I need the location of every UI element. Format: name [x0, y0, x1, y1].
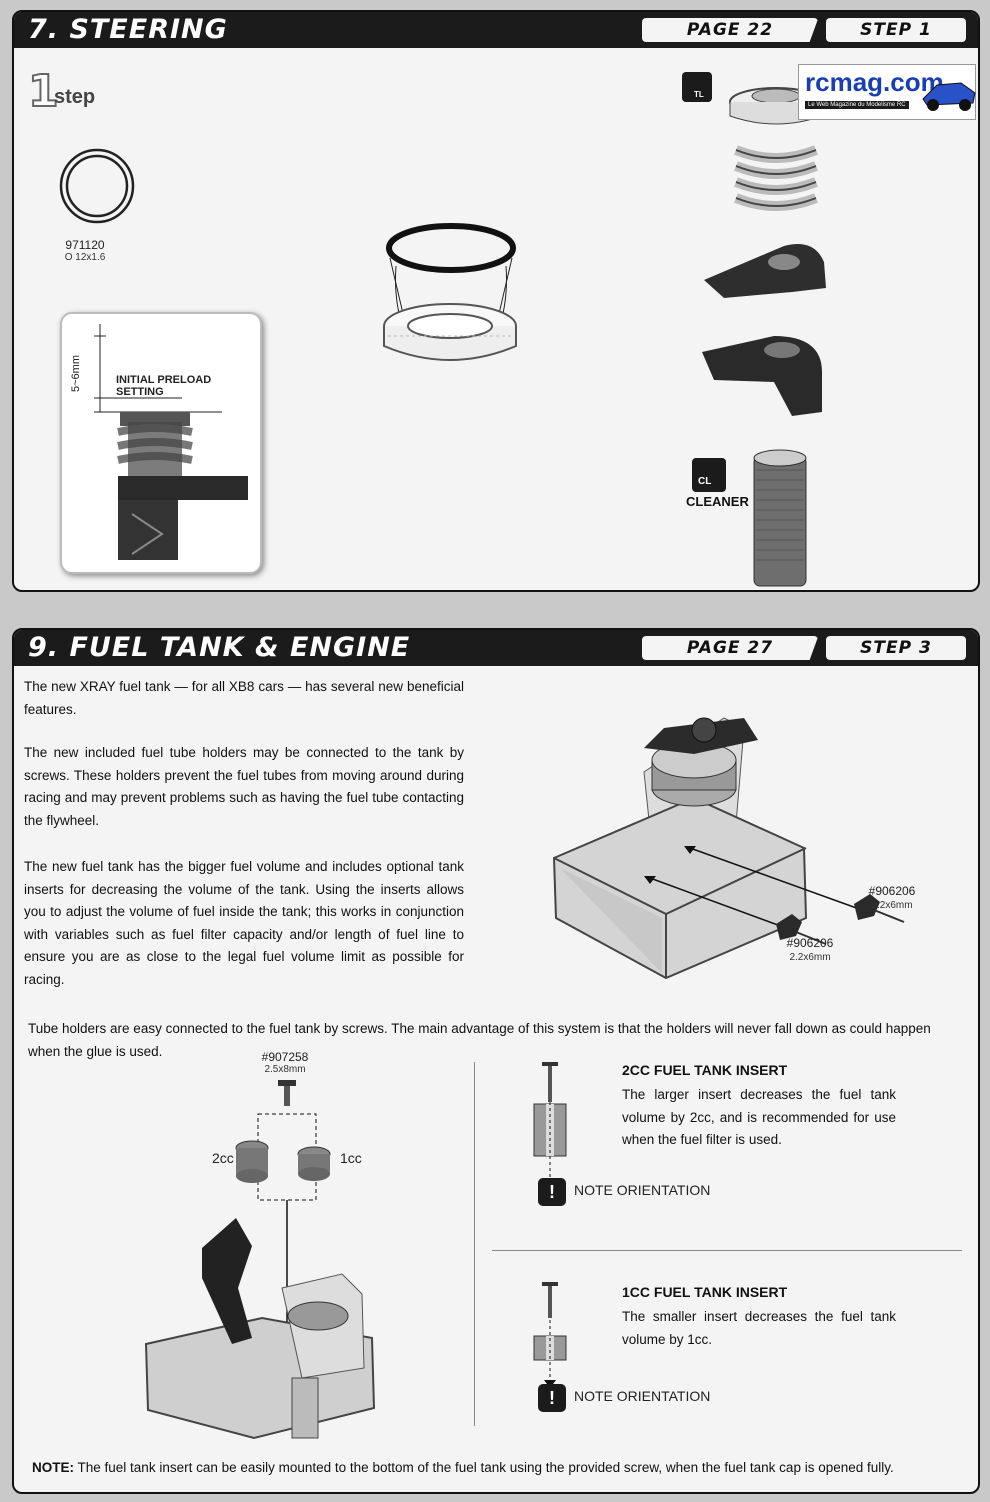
tl-badge: TL	[682, 72, 712, 102]
screw-part-number-1: #906206	[868, 884, 916, 898]
insert-2cc-note: NOTE ORIENTATION	[574, 1182, 711, 1198]
cleaner-badge-label: CL	[698, 476, 712, 487]
fuel-tank-drawing	[552, 717, 905, 980]
screw-part-spec-2: 2.2x6mm	[789, 952, 831, 963]
horizontal-divider	[492, 1250, 962, 1251]
insert-1cc-note: NOTE ORIENTATION	[574, 1388, 711, 1404]
steering-title: 7. STEERING	[28, 14, 228, 45]
intro-paragraph: The new XRAY fuel tank — for all XB8 car…	[24, 679, 464, 717]
insert-2cc-drawing	[533, 1062, 567, 1194]
steering-page-label: PAGE 22	[642, 18, 818, 42]
steering-panel: 7. STEERING PAGE 22 STEP 1 1 step 971120…	[12, 10, 980, 592]
warning-icon: !	[538, 1384, 566, 1412]
rcmag-logo-text: rcmag.com	[805, 67, 944, 97]
step-number: 1	[27, 65, 60, 118]
fuel-header: 9. FUEL TANK & ENGINE PAGE 27 STEP 3	[14, 630, 978, 666]
insert-1cc-label: 1cc	[340, 1150, 362, 1166]
screw-part-spec-1: 2.2x6mm	[871, 900, 913, 911]
note-text: The fuel tank insert can be easily mount…	[77, 1460, 894, 1475]
oring-part-number: 971120	[65, 238, 105, 252]
insert-screw-part: #907258	[261, 1050, 309, 1064]
warning-icon: !	[538, 1178, 566, 1206]
fuel-title: 9. FUEL TANK & ENGINE	[28, 632, 411, 663]
steering-header: 7. STEERING PAGE 22 STEP 1	[14, 12, 978, 48]
tube-holder-paragraph: The new included fuel tube holders may b…	[24, 745, 464, 828]
oring-collar-drawing	[383, 223, 517, 361]
rcmag-logo: rcmag.com Le Web Magazine du Modelisme R…	[798, 64, 976, 120]
insert-mount-drawing	[144, 1080, 376, 1440]
preload-inset: 5~6mm INITIAL PRELOAD SETTING	[60, 312, 262, 574]
rc-car-icon	[922, 82, 976, 111]
insert-screw-spec: 2.5x8mm	[264, 1064, 306, 1075]
insert-1cc-title: 1CC FUEL TANK INSERT	[622, 1284, 788, 1300]
fuel-step-label: STEP 3	[826, 636, 966, 660]
preload-label: INITIAL PRELOAD SETTING	[116, 374, 212, 398]
cleaner-label: CLEANER	[686, 494, 749, 509]
vertical-divider	[474, 1062, 475, 1426]
insert-2cc-title: 2CC FUEL TANK INSERT	[622, 1062, 788, 1078]
cleaner-badge: CL	[692, 458, 726, 492]
oring-part-drawing	[59, 148, 135, 224]
note-footer: NOTE: The fuel tank insert can be easily…	[32, 1460, 962, 1475]
volume-paragraph: The new fuel tank has the bigger fuel vo…	[24, 859, 464, 987]
tube-holders-text: Tube holders are easy connected to the f…	[28, 1021, 931, 1059]
insert-1cc-drawing	[533, 1282, 567, 1388]
note-label: NOTE:	[32, 1460, 74, 1475]
tl-badge-label: TL	[694, 90, 704, 99]
preload-shock-drawing	[94, 324, 248, 560]
insert-2cc-label: 2cc	[212, 1150, 234, 1166]
steering-step-label: STEP 1	[826, 18, 966, 42]
oring-part-spec: O 12x1.6	[64, 252, 106, 263]
step-word: step	[54, 86, 96, 108]
insert-1cc-text: The smaller insert decreases the fuel ta…	[622, 1309, 896, 1347]
fuel-page-label: PAGE 27	[642, 636, 818, 660]
screw-part-number-2: #906206	[786, 936, 834, 950]
fuel-tank-panel: 9. FUEL TANK & ENGINE PAGE 27 STEP 3 The…	[12, 628, 980, 1494]
insert-2cc-text: The larger insert decreases the fuel tan…	[622, 1087, 896, 1147]
preload-dimension: 5~6mm	[70, 355, 82, 392]
rcmag-logo-tagline: Le Web Magazine du Modelisme RC	[805, 101, 909, 109]
